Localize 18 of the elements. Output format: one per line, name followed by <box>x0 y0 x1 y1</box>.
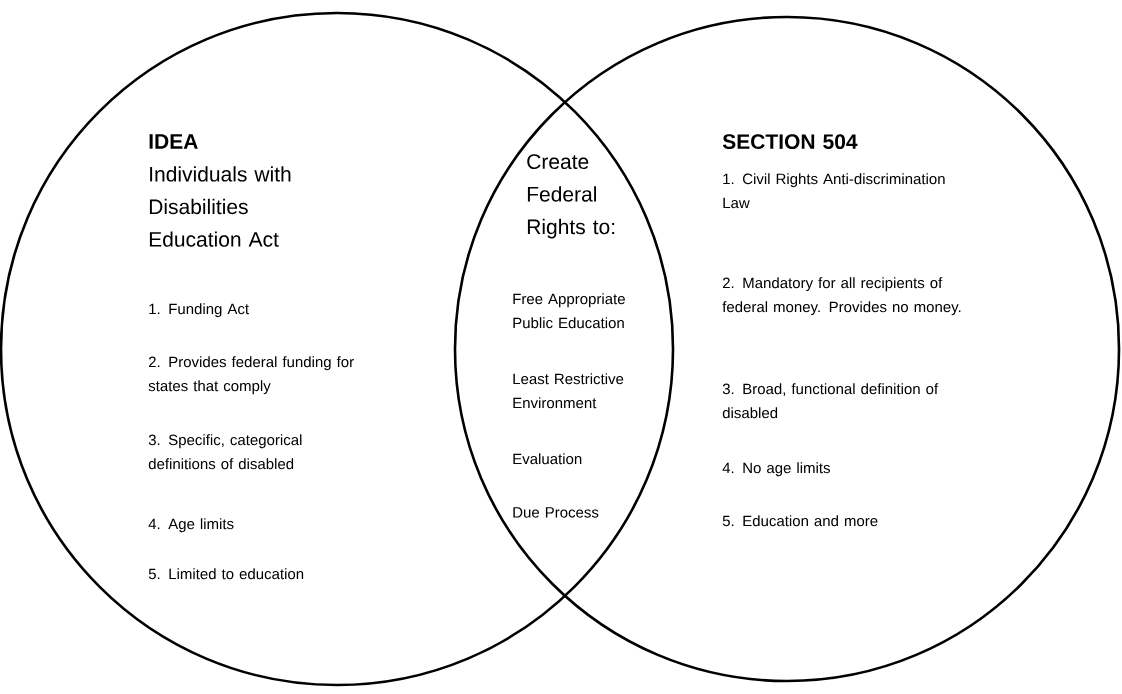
list-item: Free Appropriate Public Education <box>513 293 625 329</box>
list-item: Least Restrictive Environment <box>513 373 624 409</box>
list-item: 3. Broad, functional definition of disabled <box>722 383 939 419</box>
subtitle-text: Individuals with Disabilities Education Act <box>149 166 291 247</box>
list-item: Due Process <box>513 507 599 518</box>
subtitle-text: Create Federal Rights to: <box>527 154 615 239</box>
list-item: 2. Provides federal funding for states that comply <box>148 356 354 395</box>
list-item: 4. No age limits <box>722 462 830 477</box>
list-item: 5. Education and more <box>722 515 878 527</box>
heading-text: SECTION 504 <box>722 134 858 150</box>
list-item: 1. Civil Rights Anti-discrimination Law <box>723 173 945 209</box>
list-item: 1. Funding Act <box>149 303 249 318</box>
list-item: 3. Specific, categorical definitions of disabled <box>148 434 302 470</box>
list-item: 4. Age limits <box>148 518 234 533</box>
list-item: 2. Mandatory for all recipients of federal money. Provides no money. <box>722 277 961 316</box>
heading-text: IDEA <box>149 134 198 149</box>
list-item: 5. Limited to education <box>148 568 304 580</box>
list-item: Evaluation <box>513 453 582 465</box>
